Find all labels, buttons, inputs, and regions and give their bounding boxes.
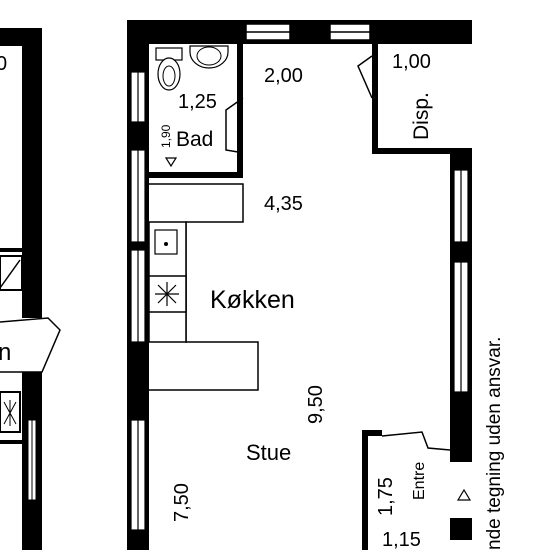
entre-dimension: 1,15 <box>382 529 421 550</box>
svg-text:0: 0 <box>0 53 7 75</box>
bathroom-area: 1,25 <box>178 91 217 113</box>
living-room-name: Stue <box>246 440 291 465</box>
storage-name: Disp. <box>410 92 433 140</box>
storage-wall-bottom <box>372 148 472 154</box>
floor-drain-icon <box>164 157 178 168</box>
living-room-dimension: 7,50 <box>171 483 193 522</box>
kitchen-area: 4,35 <box>264 193 303 215</box>
kitchen-name: Køkken <box>210 286 295 314</box>
entre-wall-top <box>362 430 382 436</box>
room-labels: 1,25 Bad 1,90 2,00 1,00 Disp. 4,35 Køkke… <box>159 51 433 550</box>
entrance-marker-icon <box>456 488 472 501</box>
bathroom-door <box>225 97 244 153</box>
interior-walls <box>149 44 472 550</box>
left-unit-door-swing <box>0 317 61 373</box>
left-unit-inner-wall <box>0 248 26 252</box>
left-unit-label: n <box>0 339 11 366</box>
bathroom-dimension: 1,90 <box>159 124 173 148</box>
doors <box>225 55 451 451</box>
storage-door <box>357 55 373 99</box>
entre-wall-left <box>362 430 368 550</box>
entre-name: Entre <box>411 462 428 500</box>
left-unit-stove-icon <box>3 400 17 426</box>
hall-area: 2,00 <box>264 65 303 87</box>
bathroom-wall <box>237 44 243 178</box>
living-room-area: 9,50 <box>305 385 327 424</box>
storage-area: 1,00 <box>392 51 431 73</box>
entre-door <box>381 431 451 451</box>
bathroom-name: Bad <box>176 128 213 151</box>
top-wall <box>127 20 472 44</box>
left-unit-top-wall <box>0 28 42 46</box>
fixtures <box>148 45 259 391</box>
right-door-opening <box>450 462 472 518</box>
storage-wall-left <box>372 44 378 154</box>
left-unit: n 0 <box>0 28 61 550</box>
entre-area: 1,75 <box>375 477 397 516</box>
exterior-walls <box>127 20 472 550</box>
disclaimer-text: nde tegning uden ansvar. <box>484 337 505 550</box>
left-unit-outer-wall <box>22 28 42 318</box>
